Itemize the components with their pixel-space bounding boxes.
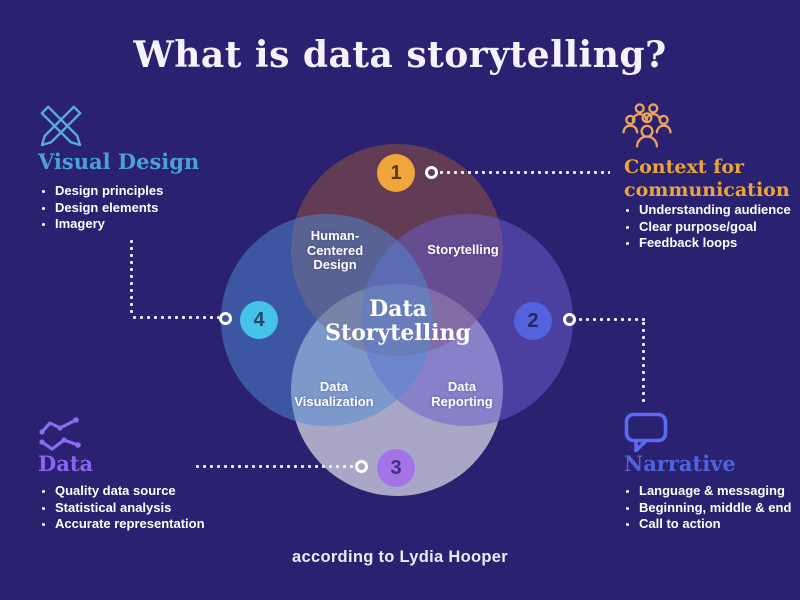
list-item: Design principles [55,183,255,200]
data-heading: Data [38,451,94,476]
connector-line-4-vertical [130,240,133,316]
crossed-pencils-icon [37,102,85,150]
connector-line-4-horizontal [133,316,219,319]
context-for-communication-heading: Context for communication [624,156,790,201]
venn-label-data-reporting: Data Reporting [431,379,493,409]
narrative-heading: Narrative [624,451,736,476]
badge-2: 2 [514,302,552,340]
narrative-bullet-list: Language & messaging Beginning, middle &… [624,483,800,533]
list-item: Call to action [639,516,800,533]
list-item: Imagery [55,216,255,233]
attribution-text: according to Lydia Hooper [292,548,508,566]
visual-design-bullet-list: Design principles Design elements Imager… [40,183,255,233]
list-item: Design elements [55,200,255,217]
list-item: Feedback loops [639,235,800,252]
venn-center-title: Data Storytelling [325,296,471,346]
context-bullet-list: Understanding audience Clear purpose/goa… [624,202,800,252]
venn-label-storytelling: Storytelling [427,242,499,257]
list-item: Quality data source [55,483,265,500]
venn-label-data-visualization: Data Visualization [294,379,374,409]
badge-1: 1 [377,154,415,192]
connector-line-2-vertical [642,322,645,402]
audience-people-icon [622,100,672,148]
list-item: Statistical analysis [55,500,265,517]
connector-dot-3 [355,460,368,473]
page-title: What is data storytelling? [133,34,667,76]
badge-4: 4 [240,301,278,339]
list-item: Accurate representation [55,516,265,533]
list-item: Language & messaging [639,483,800,500]
list-item: Understanding audience [639,202,800,219]
speech-bubble-icon [623,411,669,455]
connector-line-2-horizontal [579,318,645,321]
data-bullet-list: Quality data source Statistical analysis… [40,483,265,533]
venn-label-human-centered-design: Human- Centered Design [306,228,364,272]
list-item: Beginning, middle & end [639,500,800,517]
connector-line-1 [440,171,610,174]
line-chart-icon [36,414,84,456]
connector-line-3 [196,465,354,468]
connector-dot-4 [219,312,232,325]
list-item: Clear purpose/goal [639,219,800,236]
badge-3: 3 [377,449,415,487]
connector-dot-2 [563,313,576,326]
connector-dot-1 [425,166,438,179]
visual-design-heading: Visual Design [38,149,200,174]
